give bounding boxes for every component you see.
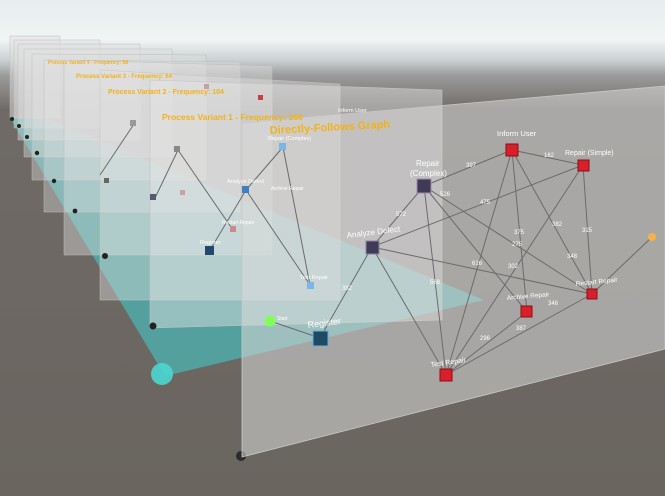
- node-repair-complex[interactable]: Repair (Complex): [410, 159, 447, 194]
- front-plane[interactable]: [241, 85, 665, 458]
- edge-label: 302: [508, 264, 519, 270]
- edge-label: 526: [440, 192, 451, 198]
- svg-text:Register: Register: [307, 316, 341, 330]
- svg-text:(Complex): (Complex): [410, 169, 447, 178]
- process-variant-3-title: Process Variant 3 - Frequency: 64: [76, 74, 173, 80]
- process-variant-4-title: Process Variant 4 - Frequency: 58: [48, 60, 128, 66]
- edge-label: 397: [466, 163, 477, 169]
- node-test-repair[interactable]: Test Repair: [430, 357, 467, 382]
- edge-label: 387: [516, 326, 527, 332]
- edge-label: 382: [552, 222, 563, 228]
- back-label-restart: Restart Repair: [222, 220, 255, 226]
- node-inform-user[interactable]: Inform User: [497, 129, 537, 157]
- node-restart-repair[interactable]: Restart Repair: [575, 277, 619, 300]
- edge-label: 572: [396, 212, 407, 218]
- front-graph-edges: [269, 149, 653, 376]
- edge-labels: 397 162 526 572 475 375 382 315 616 275 …: [342, 153, 593, 342]
- node-repair-simple[interactable]: Repair (Simple): [565, 150, 614, 172]
- svg-text:Restart Repair: Restart Repair: [575, 277, 618, 288]
- edge-label: 616: [472, 261, 483, 267]
- svg-text:Test Repair: Test Repair: [430, 357, 467, 369]
- node-register[interactable]: Register: [307, 316, 342, 347]
- back-label-test: Test Repair: [300, 275, 328, 281]
- edge-label: 315: [582, 228, 593, 234]
- edge-label: 162: [544, 153, 555, 159]
- edge-label: 475: [480, 200, 491, 206]
- svg-text:Start: Start: [277, 316, 288, 322]
- edge-label: 375: [514, 230, 525, 236]
- edge-label: 348: [567, 254, 578, 260]
- back-label-inform: Inform User: [338, 108, 367, 114]
- back-label-register: Register: [200, 240, 221, 246]
- svg-text:Repair (Simple): Repair (Simple): [565, 150, 614, 157]
- svg-text:Repair: Repair: [416, 159, 440, 168]
- svg-text:Archive Repair: Archive Repair: [507, 291, 551, 302]
- edge-label: 275: [512, 242, 523, 248]
- back-plane-graph: Inform User Repair (Complex) Analyze Def…: [99, 84, 367, 289]
- edge-label: 568: [430, 280, 441, 286]
- node-archive-repair[interactable]: Archive Repair: [507, 291, 551, 318]
- back-label-repair: Repair (Complex): [268, 136, 311, 142]
- edge-label: 346: [548, 301, 559, 307]
- svg-text:Inform User: Inform User: [497, 129, 537, 138]
- back-label-analyze: Analyze Defect: [227, 179, 264, 185]
- process-variant-2-title: Process Variant 2 - Frequency: 104: [108, 89, 224, 96]
- back-label-archive: Archive Repair: [271, 186, 304, 192]
- node-start[interactable]: Start: [264, 315, 289, 327]
- edge-label: 296: [480, 336, 491, 342]
- edge-label: 382: [342, 286, 353, 292]
- node-end[interactable]: [648, 233, 656, 241]
- timeline-slider-handle[interactable]: [151, 363, 173, 385]
- process-variant-1-title: Process Variant 1 - Frequency: 268: [162, 112, 303, 122]
